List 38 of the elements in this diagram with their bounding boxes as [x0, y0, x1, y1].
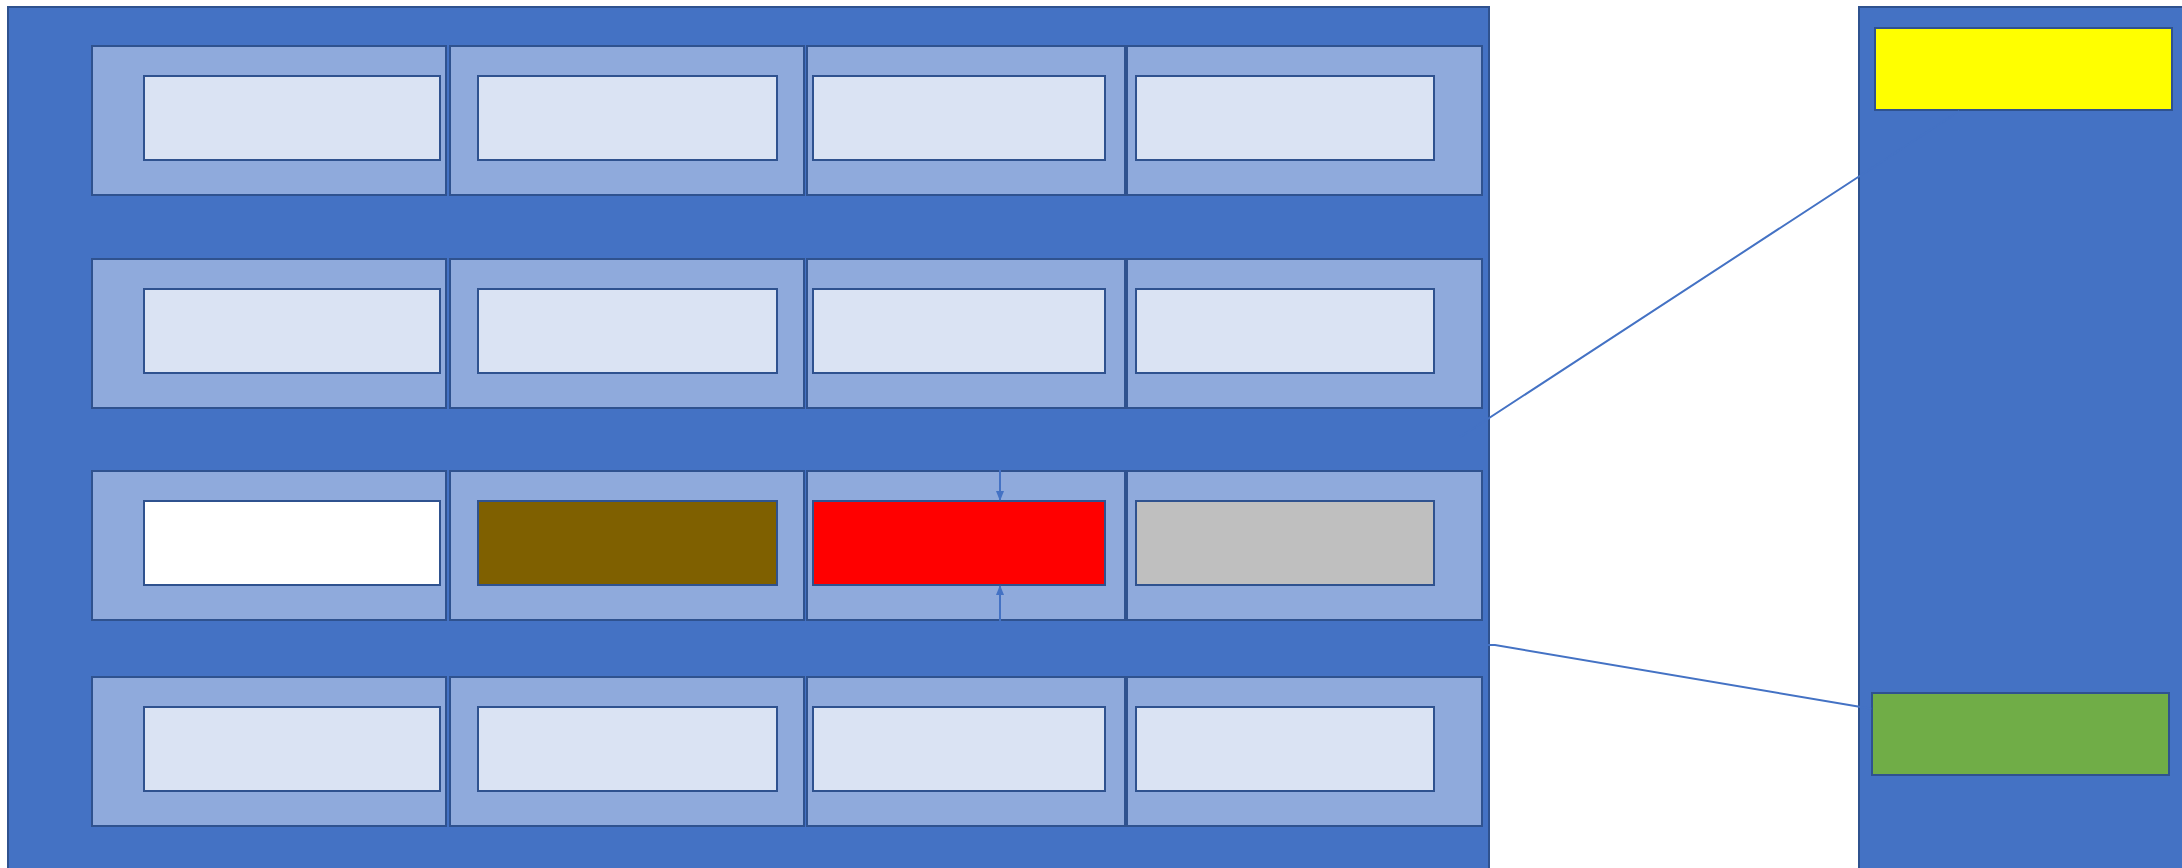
slot-box [143, 75, 441, 161]
slot-box [1874, 27, 2173, 111]
cell-tile [91, 258, 447, 409]
slot-box [477, 706, 778, 792]
side-panel [1858, 6, 2182, 868]
slot-box [812, 500, 1106, 586]
cell-tile [449, 676, 805, 827]
cell-tile [806, 470, 1126, 621]
cell-tile [449, 470, 805, 621]
slot-box [143, 500, 441, 586]
slot-box [477, 288, 778, 374]
slot-box [812, 75, 1106, 161]
slot-box [1135, 706, 1435, 792]
cell-tile [91, 676, 447, 827]
slot-box [143, 706, 441, 792]
slot-box [812, 706, 1106, 792]
cell-tile [1126, 470, 1483, 621]
cell-tile [1126, 676, 1483, 827]
cell-tile [449, 45, 805, 196]
slot-box [1135, 288, 1435, 374]
board-panel [7, 6, 1490, 868]
slot-box [477, 500, 778, 586]
cell-tile [806, 45, 1126, 196]
cell-tile [1126, 258, 1483, 409]
slot-box [1135, 500, 1435, 586]
slot-box [143, 288, 441, 374]
slot-box [812, 288, 1106, 374]
cell-tile [449, 258, 805, 409]
arrow [996, 585, 1873, 710]
slot-box [1135, 75, 1435, 161]
cell-tile [91, 470, 447, 621]
cell-tile [1126, 45, 1483, 196]
slot-box [1871, 692, 2170, 776]
slot-box [477, 75, 778, 161]
arrow [996, 110, 1961, 501]
cell-tile [806, 258, 1126, 409]
cell-tile [91, 45, 447, 196]
cell-tile [806, 676, 1126, 827]
